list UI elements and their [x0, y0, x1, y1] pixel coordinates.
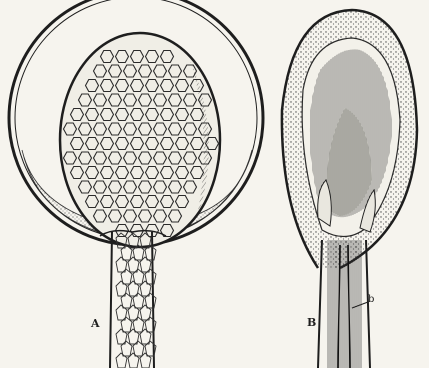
panel-a-label: A [91, 317, 100, 330]
panel-b-label: B [307, 316, 316, 329]
pointer-label-b: b [368, 294, 374, 305]
